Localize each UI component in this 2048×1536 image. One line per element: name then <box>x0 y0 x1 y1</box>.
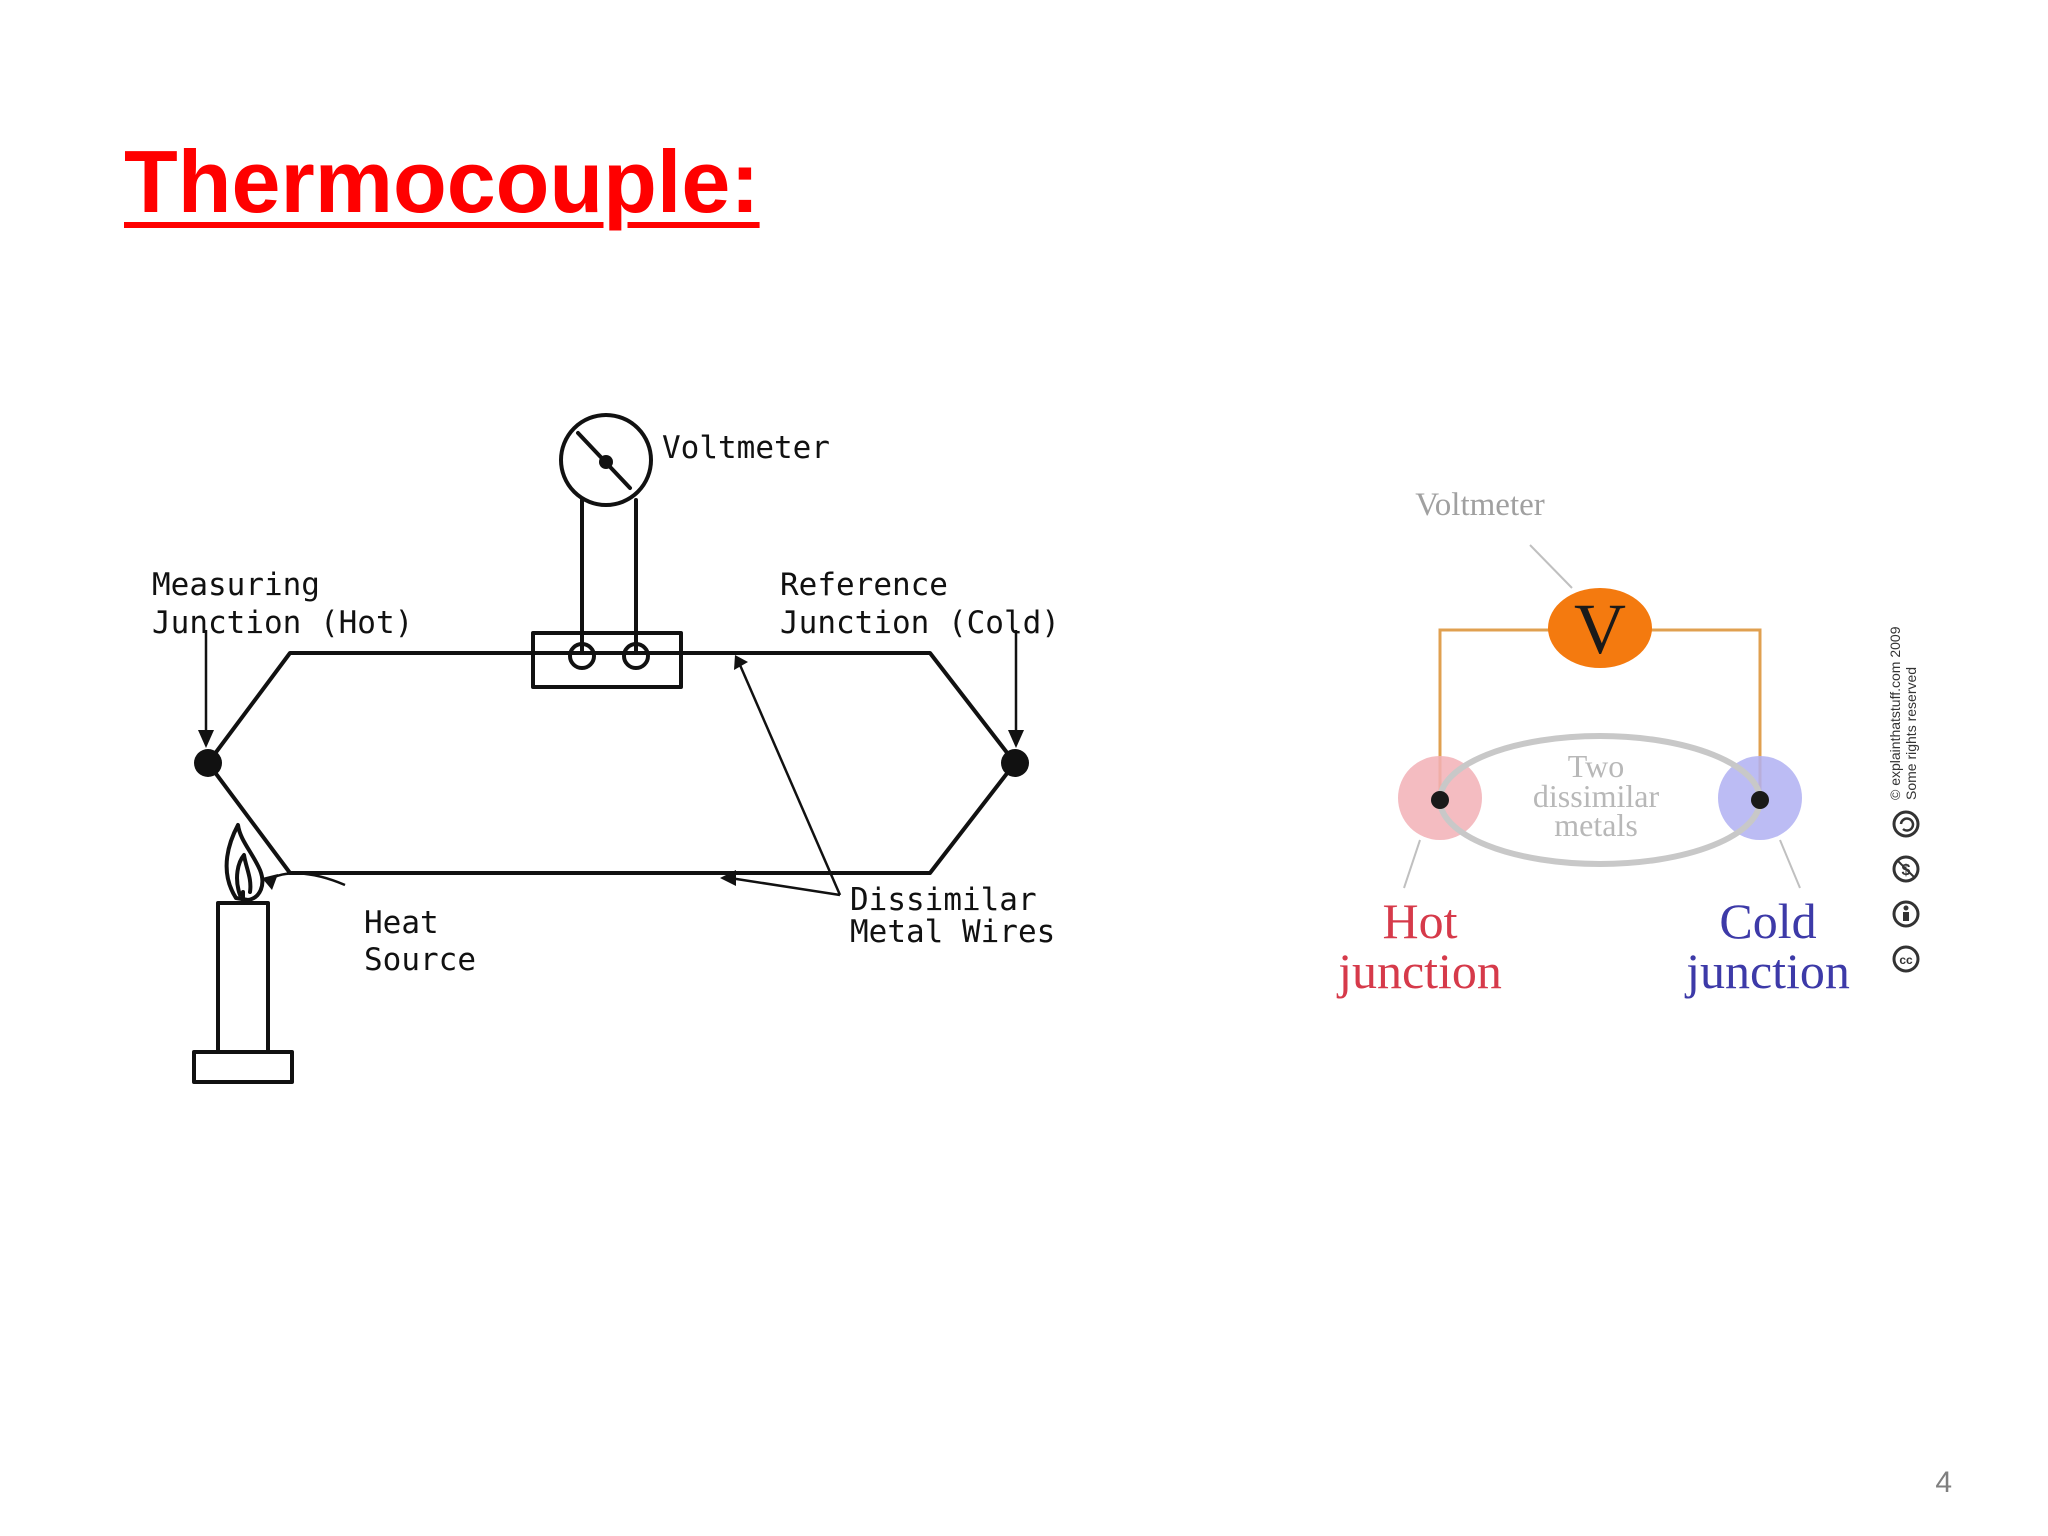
thermocouple-color-diagram: V Voltmeter Two dissimilar metals Hot ju… <box>1336 487 1920 999</box>
wires-label-2: Metal Wires <box>850 914 1055 950</box>
hot-junction-dot <box>1431 791 1449 809</box>
reference-junction-label-2: Junction (Cold) <box>780 605 1060 641</box>
slide-title: Thermocouple: <box>124 132 760 231</box>
metals-label-3: metals <box>1554 807 1638 843</box>
metals-label-1: Two <box>1568 748 1624 784</box>
page-number: 4 <box>1935 1466 1952 1499</box>
arrow-heat-source <box>262 874 278 890</box>
copyright-line-2: Some rights reserved <box>1903 667 1919 800</box>
arrow-wire-bottom <box>720 870 736 886</box>
voltmeter-oval <box>1548 588 1652 668</box>
voltmeter-pivot <box>599 455 613 469</box>
measuring-junction-label-1: Measuring <box>152 567 320 603</box>
heat-source-label-1: Heat <box>364 905 439 941</box>
heat-source-label-2: Source <box>364 942 476 978</box>
sa-icon <box>1892 810 1920 838</box>
by-icon <box>1892 900 1920 928</box>
flame <box>224 823 265 902</box>
reference-junction-label-1: Reference <box>780 567 948 603</box>
arrow-hot-junction <box>198 730 214 748</box>
nc-icon: $ <box>1892 855 1920 883</box>
wire-left <box>1438 628 1555 790</box>
wires-label-1: Dissimilar <box>850 882 1037 918</box>
thermocouple-schematic: Voltmeter Measuring Junction (Hot) Refer… <box>152 413 1060 1084</box>
hot-label-2: junction <box>1336 943 1502 999</box>
svg-text:$: $ <box>1902 862 1911 879</box>
candle-base <box>192 1050 294 1084</box>
cold-junction-dot <box>1751 791 1769 809</box>
bottom-wire <box>206 761 1017 875</box>
cold-label-2: junction <box>1684 943 1850 999</box>
terminal-left <box>568 642 596 670</box>
voltmeter-label: Voltmeter <box>662 430 830 466</box>
arrow-cold-junction <box>1008 730 1024 748</box>
cc-icon: cc <box>1892 945 1920 973</box>
arrow-wire-top <box>734 655 748 670</box>
copyright-line-1: © explainthatstuff.com 2009 <box>1887 626 1903 800</box>
hot-junction-dot <box>194 749 222 777</box>
top-wire <box>206 651 1017 765</box>
terminal-block <box>531 631 683 689</box>
metals-label-2: dissimilar <box>1533 778 1660 814</box>
wire-right <box>1645 628 1762 790</box>
cold-junction-dot <box>1001 749 1029 777</box>
candle-body <box>216 901 270 1054</box>
cold-label-1: Cold <box>1719 893 1816 949</box>
voltmeter-symbol: V <box>1574 589 1626 669</box>
terminal-right <box>622 642 650 670</box>
voltmeter-label: Voltmeter <box>1415 487 1545 523</box>
voltmeter-dial <box>559 413 653 507</box>
hot-label-1: Hot <box>1383 893 1458 949</box>
svg-text:cc: cc <box>1899 953 1913 967</box>
measuring-junction-label-2: Junction (Hot) <box>152 605 413 641</box>
